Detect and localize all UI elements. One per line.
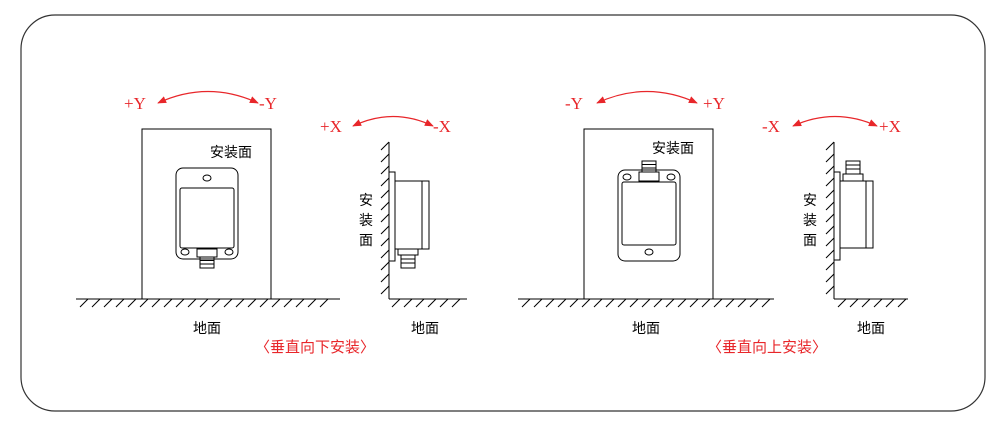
caption: 〈垂直向上安装〉 bbox=[707, 338, 827, 356]
side-label-char-3: 面 bbox=[803, 233, 817, 249]
ground-side bbox=[834, 298, 908, 308]
rotation-arrow-y bbox=[157, 90, 259, 104]
arrow-label-right: -X bbox=[433, 117, 451, 136]
arrow-label-right: +X bbox=[879, 117, 901, 136]
sensor-front bbox=[617, 160, 681, 262]
sensor-side bbox=[833, 160, 874, 261]
ground-front-label: 地面 bbox=[193, 321, 221, 337]
caption: 〈垂直向下安装〉 bbox=[255, 338, 375, 356]
ground-side-label: 地面 bbox=[857, 321, 885, 337]
wall-side bbox=[380, 141, 390, 299]
ground-front bbox=[76, 298, 340, 308]
arrow-label-left: -Y bbox=[565, 94, 583, 113]
rotation-arrow-x bbox=[352, 115, 434, 127]
arrow-label-left: +Y bbox=[124, 94, 146, 113]
sensor-side bbox=[388, 171, 430, 269]
outer-frame bbox=[20, 14, 986, 412]
arrow-label-left: -X bbox=[762, 117, 780, 136]
rotation-arrow-y bbox=[596, 90, 698, 104]
ground-side bbox=[389, 298, 467, 308]
mounting-surface-label: 安装面 bbox=[210, 145, 252, 161]
ground-front bbox=[518, 298, 774, 308]
arrow-label-right: +Y bbox=[703, 94, 725, 113]
side-label-char-2: 装 bbox=[803, 213, 817, 229]
ground-side-label: 地面 bbox=[411, 321, 439, 337]
sensor-front bbox=[175, 167, 239, 269]
arrow-label-right: -Y bbox=[259, 94, 277, 113]
side-label-char-1: 安 bbox=[359, 193, 373, 209]
side-label-char-1: 安 bbox=[803, 193, 817, 209]
side-label-char-3: 面 bbox=[359, 233, 373, 249]
arrow-label-left: +X bbox=[320, 117, 342, 136]
mounting-surface-label: 安装面 bbox=[652, 141, 694, 157]
wall-side bbox=[825, 141, 835, 299]
right-panel: -Y +Y 安装面 地面 -X +X bbox=[518, 90, 908, 356]
rotation-arrow-x bbox=[792, 115, 878, 127]
left-panel: +Y -Y 安装面 地面 +X -X bbox=[76, 90, 467, 356]
ground-front-label: 地面 bbox=[632, 321, 660, 337]
side-label-char-2: 装 bbox=[359, 213, 373, 229]
